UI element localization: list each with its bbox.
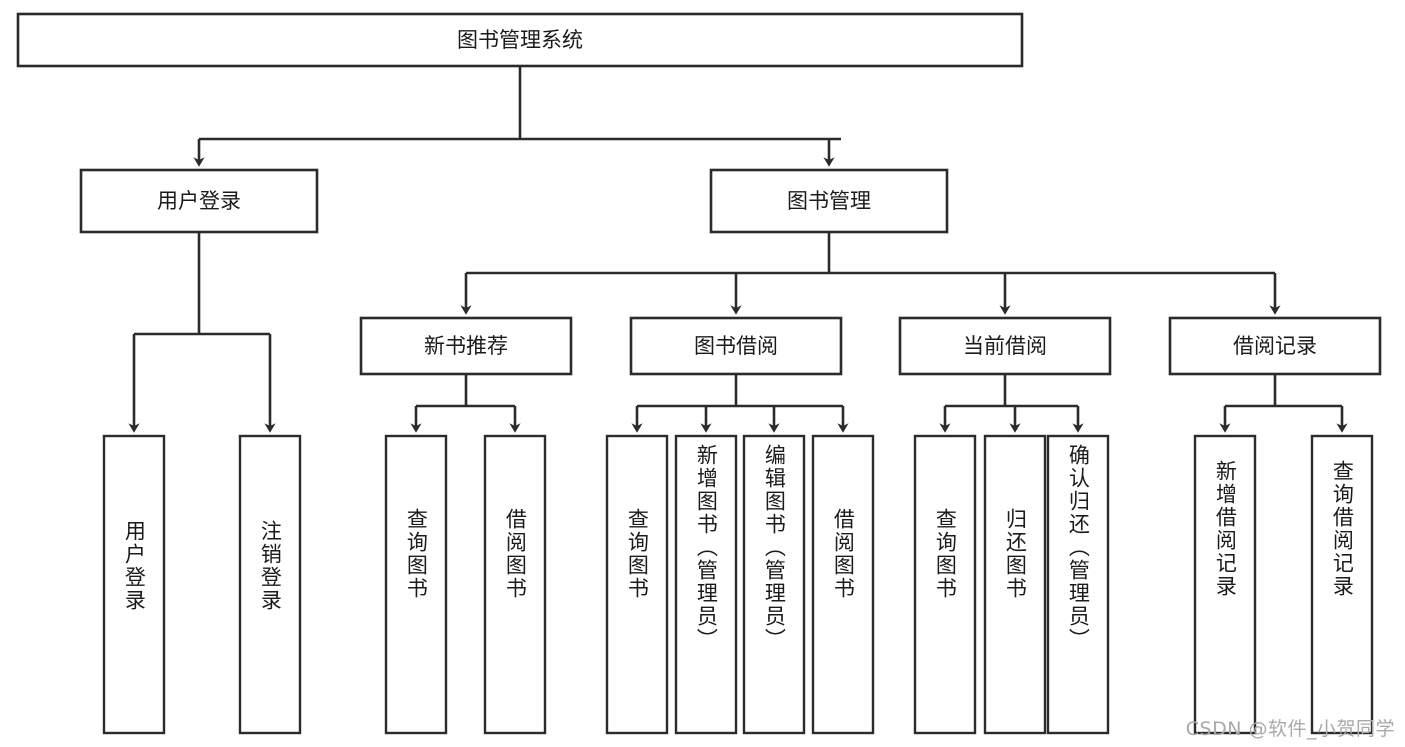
- connector-new-book-recommend-to-leaves: [410, 374, 521, 433]
- node-book-management[interactable]: 图书管理: [709, 168, 949, 234]
- leaf-boxes: [102, 434, 1374, 735]
- leaf-box-confirm-return-admin[interactable]: [1046, 434, 1110, 735]
- connector-user-login-to-leaves: [128, 232, 276, 433]
- connector-borrow-record-to-leaves: [1219, 374, 1348, 433]
- csdn-watermark: CSDN @软件_小贺同学: [1185, 718, 1395, 740]
- node-root-system[interactable]: 图书管理系统: [16, 12, 1024, 68]
- leaf-box-query-book-recommend[interactable]: [384, 434, 448, 735]
- leaf-box-borrow-book-recommend[interactable]: [483, 434, 547, 735]
- node-book-borrow[interactable]: 图书借阅: [629, 316, 843, 376]
- connector-current-borrow-to-leaves: [939, 374, 1084, 433]
- node-book-borrow-label: 图书借阅: [694, 334, 778, 358]
- node-new-book-recommend-label: 新书推荐: [424, 334, 508, 358]
- leaf-box-borrow-book[interactable]: [811, 434, 875, 735]
- leaf-box-logout-login[interactable]: [238, 434, 302, 735]
- leaf-box-query-book-current[interactable]: [913, 434, 977, 735]
- node-borrow-record[interactable]: 借阅记录: [1168, 316, 1382, 376]
- node-user-login[interactable]: 用户登录: [79, 168, 319, 234]
- connector-book-borrow-to-leaves: [631, 374, 849, 433]
- node-current-borrow-label: 当前借阅: [963, 334, 1047, 358]
- leaf-box-query-book-borrow[interactable]: [605, 434, 669, 735]
- node-root-system-label: 图书管理系统: [457, 28, 583, 52]
- node-current-borrow[interactable]: 当前借阅: [898, 316, 1112, 376]
- node-borrow-record-label: 借阅记录: [1233, 334, 1317, 358]
- node-new-book-recommend[interactable]: 新书推荐: [359, 316, 573, 376]
- node-book-management-label: 图书管理: [787, 189, 871, 213]
- connector-book-management-to-level3: [460, 232, 1281, 315]
- leaf-box-query-borrow-record[interactable]: [1310, 434, 1374, 735]
- leaf-box-user-login[interactable]: [102, 434, 166, 735]
- connector-root-to-level2: [193, 66, 841, 167]
- leaf-box-edit-book-admin[interactable]: [742, 434, 806, 735]
- leaf-box-add-borrow-record[interactable]: [1193, 434, 1257, 735]
- node-user-login-label: 用户登录: [157, 189, 241, 213]
- leaf-box-add-book-admin[interactable]: [674, 434, 738, 735]
- leaf-box-return-book[interactable]: [983, 434, 1047, 735]
